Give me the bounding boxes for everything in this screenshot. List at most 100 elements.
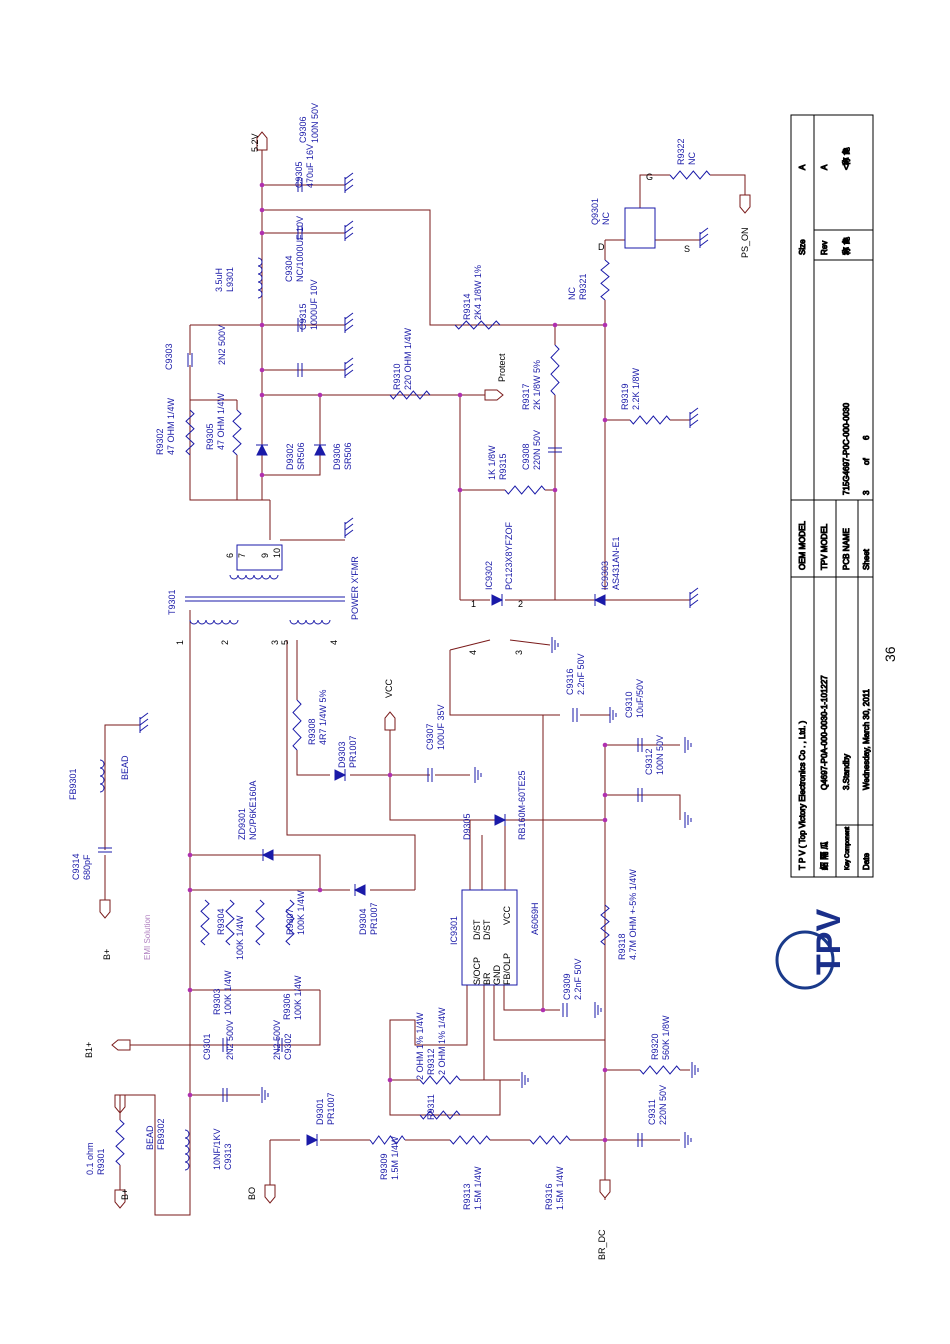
- r9305-resistor: [232, 409, 242, 456]
- t9301-label: T9301: [167, 589, 177, 615]
- net-bo-flag: [264, 1184, 276, 1204]
- c9308-label: C9308: [521, 443, 531, 470]
- r9319-label: R9319: [620, 383, 630, 410]
- c9312-label: 100N 50V: [655, 735, 665, 775]
- r9322-label: NC: [687, 152, 697, 165]
- r9307-label: R9307: [285, 908, 295, 935]
- d9304-label: D9304: [358, 908, 368, 935]
- c9307-label: C9307: [425, 723, 435, 750]
- c9316-label: 2.2nF 50V: [576, 653, 586, 695]
- t9301-primary: [197, 619, 207, 625]
- date-label: Date: [862, 853, 871, 870]
- wire: [605, 794, 681, 820]
- r9318-label: R9318: [617, 933, 627, 960]
- r9311-label: 2 OHM 1% 1/4W: [415, 1012, 425, 1080]
- c9311-label: C9311: [647, 1099, 657, 1125]
- r9301-resistor: [115, 1119, 125, 1166]
- d9303-diode: [334, 769, 347, 781]
- fb9301-bead: [99, 775, 105, 785]
- r9320-label: 560K 1/8W: [661, 1015, 671, 1060]
- d9305-diode: [494, 814, 507, 826]
- r9303-label: R9303: [212, 988, 222, 1015]
- c9309-label: 2.2nF 50V: [573, 958, 583, 1000]
- wire: [449, 650, 560, 716]
- r9312-resistor: [419, 1075, 461, 1085]
- fb9302-bead: [184, 1153, 190, 1163]
- fb9301-label: BEAD: [120, 755, 130, 780]
- net-bo-label: BO: [247, 1187, 257, 1200]
- wire: [262, 395, 321, 476]
- r9321-resistor: [600, 259, 610, 301]
- r9317-label: R9317: [521, 383, 531, 410]
- junction-dot: [387, 772, 393, 778]
- wire-layer: [99, 131, 751, 1216]
- q9301-label: NC: [601, 212, 611, 225]
- junction-dot: [457, 392, 463, 398]
- junction-dot: [602, 417, 608, 423]
- c9303-label: C9303: [164, 343, 174, 370]
- ic9303-shunt-reg: [593, 594, 606, 606]
- c9305-label: C9305: [294, 161, 304, 188]
- r9308-resistor: [292, 699, 302, 751]
- junction-dot: [552, 487, 558, 493]
- r9305-label: R9305: [205, 423, 215, 450]
- c9304-label: C9304: [284, 255, 294, 282]
- ic9302-led: [491, 594, 504, 606]
- junction-dot: [259, 230, 265, 236]
- r9309-label: 1.5M 1/4W: [390, 1136, 400, 1180]
- r9309-label: R9309: [379, 1153, 389, 1180]
- r9315-label: 1K 1/8W: [487, 445, 497, 480]
- rev-value: A: [820, 164, 829, 170]
- t9301-aux: [305, 619, 315, 625]
- r9306-resistor: [255, 899, 265, 946]
- r9319-resistor: [629, 415, 671, 425]
- component-layer: [98, 170, 711, 1171]
- d9302-label: SR506: [296, 442, 306, 470]
- pin-label: 2: [220, 640, 230, 645]
- r9313-label: 1.5M 1/4W: [473, 1166, 483, 1210]
- junction-dot: [602, 322, 608, 328]
- ground-symbol: [689, 419, 699, 427]
- d9304-label: PR1007: [369, 902, 379, 935]
- c9311-label: 220N 50V: [658, 1085, 668, 1125]
- sheet-label: Sheet: [862, 548, 871, 570]
- r9308-label: R9308: [307, 718, 317, 745]
- ground-symbol: [699, 227, 709, 235]
- ground-symbol: [689, 407, 699, 415]
- c9302-label: C9302: [283, 1033, 293, 1060]
- date-value: Wednesday, March 30, 2011: [862, 689, 871, 791]
- c9304-label: NC/1000UF 10V: [295, 216, 305, 282]
- junction-dot: [552, 322, 558, 328]
- r9301-label: 0.1 ohm: [85, 1142, 95, 1175]
- c9314-label: C9314: [71, 853, 81, 880]
- ground-symbol: [344, 529, 354, 537]
- wire: [389, 730, 605, 821]
- wire: [286, 640, 416, 890]
- junction-dot: [259, 392, 265, 398]
- d9304-diode: [353, 884, 366, 896]
- pin-label: 7: [237, 553, 247, 558]
- wire: [120, 610, 191, 1216]
- net-b1plus-label: B1+: [84, 1042, 94, 1058]
- d9301-label: D9301: [315, 1098, 325, 1125]
- title-block-cjk-a: 称 㲋: [841, 237, 851, 255]
- net-protect-flag: [484, 389, 504, 401]
- junction-dot: [259, 207, 265, 213]
- c9313-label: C9313: [223, 1143, 233, 1170]
- junction-dot: [259, 182, 265, 188]
- r9321-label: R9321: [578, 273, 588, 300]
- t9301-primary: [205, 619, 215, 625]
- c9312-label: C9312: [644, 748, 654, 775]
- key-component-value: 3.Standby: [842, 754, 851, 790]
- l9301-inductor: [257, 265, 263, 275]
- pin-label: D: [598, 242, 605, 252]
- ground-symbol: [699, 233, 709, 241]
- r9319-label: 2.2K 1/8W: [631, 367, 641, 410]
- wire: [190, 854, 321, 890]
- of-label: of: [862, 458, 871, 465]
- c9306-label: C9306: [298, 116, 308, 143]
- ground-symbol: [344, 312, 354, 320]
- c9303-label: 2N2 500V: [217, 325, 227, 365]
- fb9301-label: FB9301: [68, 768, 78, 800]
